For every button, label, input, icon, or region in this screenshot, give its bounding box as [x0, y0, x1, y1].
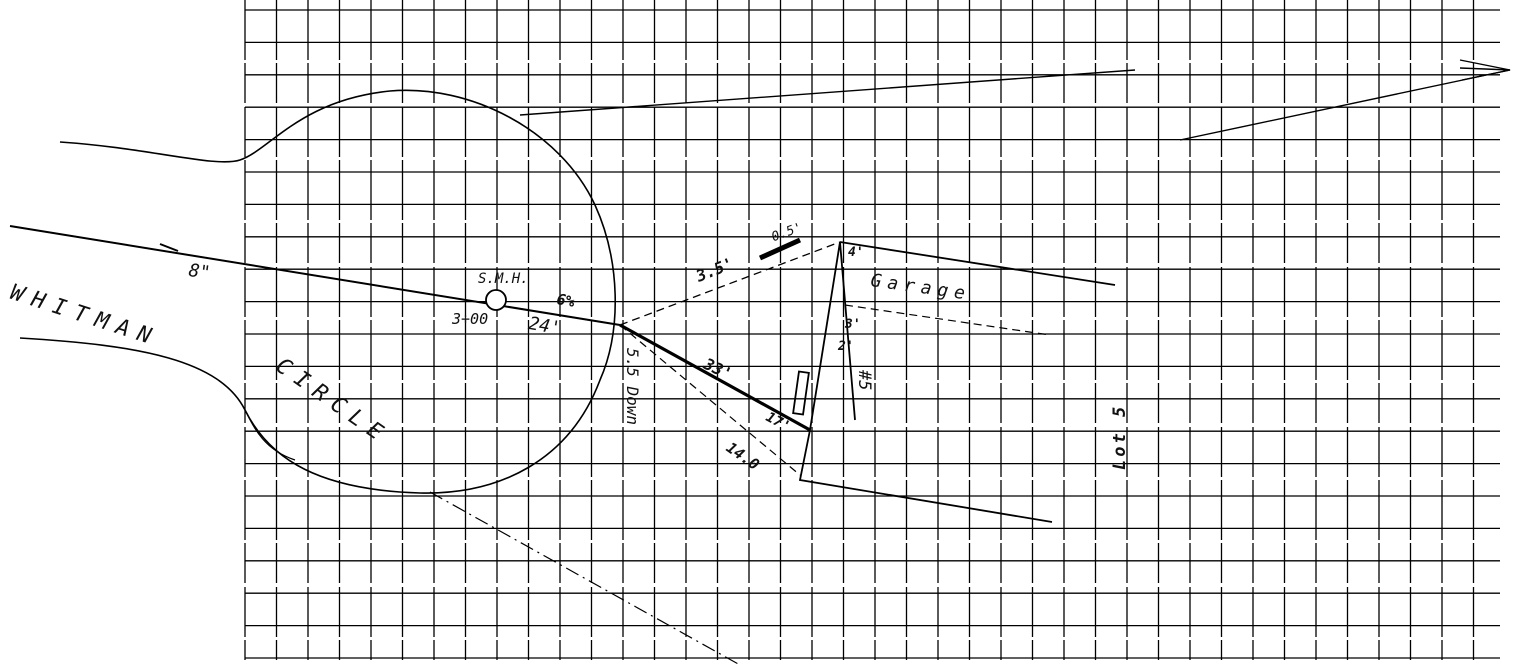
lot-line-north	[519, 69, 1136, 116]
road-edge-lower-tail	[244, 409, 296, 461]
lot-line-south	[429, 491, 741, 665]
manhole-symbol	[485, 289, 507, 311]
pipe-size-label: 8"	[187, 260, 212, 284]
house-number-label: #5	[854, 370, 874, 391]
main-sewer-line	[9, 225, 621, 326]
lot-label: Lot 5	[1110, 403, 1130, 470]
cleanout-symbol	[758, 237, 802, 261]
tie-line-dashed-3	[844, 304, 1051, 336]
tie-line-dashed-2	[619, 324, 801, 476]
depth-note-label: 5.5 Down	[623, 348, 642, 426]
road-edge-upper	[19, 89, 616, 494]
tie-line-dashed-1	[619, 241, 841, 326]
cleanout-box	[792, 370, 810, 416]
garage-outline	[798, 241, 1116, 523]
lot-line-north-east	[1179, 67, 1511, 141]
slope-label: 6%	[555, 290, 577, 311]
flow-arrow	[159, 243, 179, 252]
tie-label-3: 2'	[838, 339, 854, 354]
tie-label-2: 3'	[845, 317, 861, 332]
station-label: 3+00	[452, 310, 489, 328]
north-arrow-head	[1459, 59, 1511, 81]
grid-lines	[244, 0, 1500, 660]
sewer-lateral-line	[619, 323, 811, 432]
tie-label-1: 4'	[848, 245, 864, 260]
manhole-label: S.M.H.	[478, 271, 529, 287]
